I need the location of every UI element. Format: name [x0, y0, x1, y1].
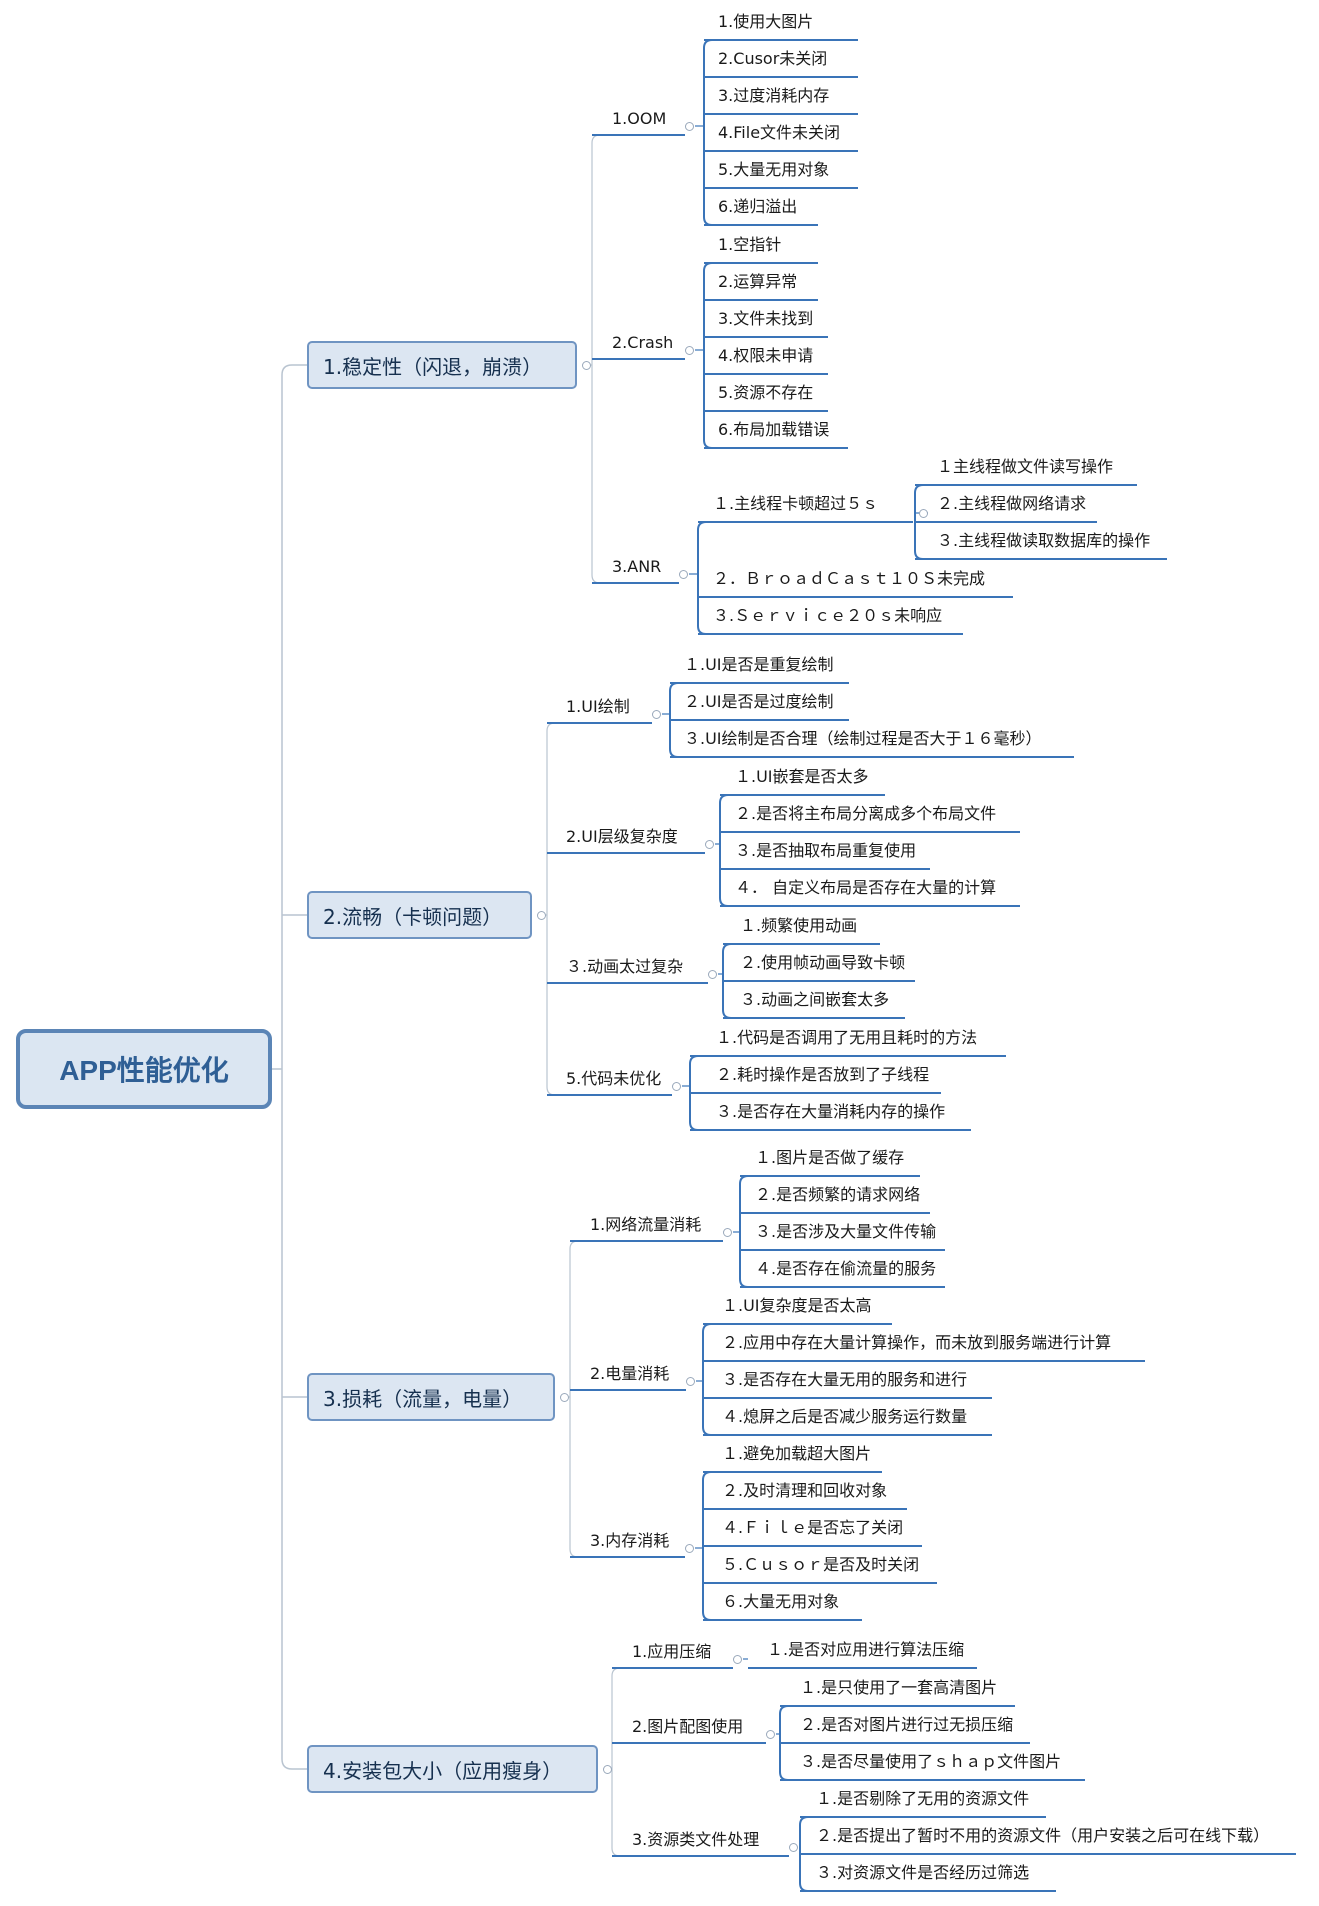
leaf-topic[interactable]: １.是否对应用进行算法压缩: [767, 1640, 965, 1659]
sub-topic[interactable]: 2.图片配图使用: [632, 1717, 744, 1736]
leaf-topic[interactable]: ４.是否存在偷流量的服务: [755, 1259, 937, 1278]
main-topic[interactable]: 2.流畅（卡顿问题）: [307, 891, 532, 939]
leaf-topic[interactable]: １.图片是否做了缓存: [755, 1148, 905, 1167]
leaf-topic[interactable]: ３.是否存在大量无用的服务和进行: [722, 1370, 968, 1389]
sub-topic[interactable]: ３.动画太过复杂: [566, 957, 684, 976]
collapse-toggle-icon[interactable]: [708, 970, 717, 979]
leaf-topic[interactable]: ２.耗时操作是否放到了子线程: [716, 1065, 930, 1084]
collapse-toggle-icon[interactable]: [560, 1393, 569, 1402]
collapse-toggle-icon[interactable]: [723, 1228, 732, 1237]
leaf-topic[interactable]: ３.是否涉及大量文件传输: [755, 1222, 937, 1241]
leaf-topic[interactable]: １.是否剔除了无用的资源文件: [816, 1789, 1030, 1808]
collapse-toggle-icon[interactable]: [919, 509, 928, 518]
sub-topic[interactable]: 3.内存消耗: [590, 1531, 670, 1550]
leaf-topic[interactable]: ４.Ｆｉｌｅ是否忘了关闭: [722, 1518, 904, 1537]
leaf-topic[interactable]: ２.是否提出了暂时不用的资源文件（用户安装之后可在线下载）: [816, 1826, 1270, 1845]
leaf-topic[interactable]: １.频繁使用动画: [740, 916, 858, 935]
collapse-toggle-icon[interactable]: [672, 1082, 681, 1091]
leaf-topic[interactable]: ４． 自定义布局是否存在大量的计算: [735, 878, 997, 897]
sub-topic[interactable]: 1.UI绘制: [566, 697, 630, 716]
sub-topic[interactable]: 2.Crash: [612, 333, 674, 352]
leaf-topic[interactable]: ４.熄屏之后是否减少服务运行数量: [722, 1407, 968, 1426]
sub-topic[interactable]: 5.代码未优化: [566, 1069, 662, 1088]
connector: [569, 1240, 582, 1558]
leaf-topic[interactable]: 2.Cusor未关闭: [718, 49, 828, 68]
leaf-topic[interactable]: 3.文件未找到: [718, 309, 814, 328]
leaf-topic[interactable]: ２.使用帧动画导致卡顿: [740, 953, 906, 972]
sub-topic[interactable]: 3.资源类文件处理: [632, 1830, 760, 1849]
leaf-topic[interactable]: １.代码是否调用了无用且耗时的方法: [716, 1028, 978, 1047]
leaf-topic[interactable]: 2.运算异常: [718, 272, 798, 291]
leaf-topic[interactable]: 1.空指针: [718, 235, 782, 254]
root-topic[interactable]: APP性能优化: [16, 1029, 272, 1109]
collapse-toggle-icon[interactable]: [582, 361, 591, 370]
connector: [703, 262, 714, 449]
connector: [739, 1175, 750, 1288]
sub-topic[interactable]: 1.应用压缩: [632, 1642, 712, 1661]
sub-topic[interactable]: 1.网络流量消耗: [590, 1215, 702, 1234]
sub-topic[interactable]: 2.电量消耗: [590, 1364, 670, 1383]
leaf-topic[interactable]: １.避免加载超大图片: [722, 1444, 872, 1463]
leaf-topic[interactable]: ３.是否尽量使用了ｓｈａｐ文件图片: [800, 1752, 1062, 1771]
collapse-toggle-icon[interactable]: [705, 840, 714, 849]
collapse-toggle-icon[interactable]: [537, 911, 546, 920]
leaf-topic[interactable]: 5.资源不存在: [718, 383, 814, 402]
leaf-topic[interactable]: ３.动画之间嵌套太多: [740, 990, 890, 1009]
collapse-toggle-icon[interactable]: [603, 1765, 612, 1774]
collapse-toggle-icon[interactable]: [679, 570, 688, 579]
leaf-topic[interactable]: ２．ＢｒｏａｄＣａｓｔ１０Ｓ未完成: [713, 569, 986, 588]
leaf-topic[interactable]: ３.对资源文件是否经历过筛选: [816, 1863, 1030, 1882]
leaf-topic[interactable]: 3.过度消耗内存: [718, 86, 830, 105]
connector: [611, 1667, 624, 1857]
sub-topic[interactable]: 1.OOM: [612, 109, 667, 128]
leaf-topic[interactable]: 4.权限未申请: [718, 346, 814, 365]
leaf-topic[interactable]: ６.大量无用对象: [722, 1592, 840, 1611]
collapse-toggle-icon[interactable]: [766, 1730, 775, 1739]
leaf-topic[interactable]: ５.Ｃｕｓｏｒ是否及时关闭: [722, 1555, 920, 1574]
leaf-topic[interactable]: ３.主线程做读取数据库的操作: [937, 531, 1151, 550]
sub-topic[interactable]: 3.ANR: [612, 557, 662, 576]
leaf-topic[interactable]: ２.应用中存在大量计算操作，而未放到服务端进行计算: [722, 1333, 1112, 1352]
collapse-toggle-icon[interactable]: [733, 1655, 742, 1664]
connector: [546, 722, 559, 1096]
leaf-topic[interactable]: 1.使用大图片: [718, 12, 814, 31]
leaf-topic[interactable]: ２.是否将主布局分离成多个布局文件: [735, 804, 997, 823]
connector: [281, 364, 293, 1770]
leaf-topic[interactable]: 4.File文件未关闭: [718, 123, 841, 142]
leaf-topic[interactable]: ３.UI绘制是否合理（绘制过程是否大于１６毫秒）: [684, 729, 1042, 748]
leaf-topic[interactable]: ３.Ｓｅｒｖｉｃｅ２０ｓ未响应: [713, 606, 943, 625]
connector: [697, 521, 708, 635]
leaf-topic[interactable]: ３.是否存在大量消耗内存的操作: [716, 1102, 946, 1121]
collapse-toggle-icon[interactable]: [685, 1544, 694, 1553]
leaf-topic[interactable]: １.UI复杂度是否太高: [722, 1296, 872, 1315]
leaf-topic[interactable]: 6.递归溢出: [718, 197, 798, 216]
main-topic[interactable]: 4.安装包大小（应用瘦身）: [307, 1745, 598, 1793]
collapse-toggle-icon[interactable]: [685, 122, 694, 131]
main-topic[interactable]: 3.损耗（流量，电量）: [307, 1373, 555, 1421]
leaf-topic[interactable]: 5.大量无用对象: [718, 160, 830, 179]
leaf-topic[interactable]: ２.是否对图片进行过无损压缩: [800, 1715, 1014, 1734]
connector: [702, 1323, 713, 1436]
main-topic[interactable]: 1.稳定性（闪退，崩溃）: [307, 341, 577, 389]
leaf-topic[interactable]: １.是只使用了一套高清图片: [800, 1678, 998, 1697]
connector: [703, 39, 714, 226]
sub-topic[interactable]: 2.UI层级复杂度: [566, 827, 678, 846]
leaf-topic[interactable]: ２.主线程做网络请求: [937, 494, 1087, 513]
connector: [719, 794, 730, 907]
leaf-topic[interactable]: ３.是否抽取布局重复使用: [735, 841, 917, 860]
leaf-topic[interactable]: ２.是否频繁的请求网络: [755, 1185, 921, 1204]
leaf-topic[interactable]: ２.UI是否是过度绘制: [684, 692, 834, 711]
leaf-topic[interactable]: 6.布局加载错误: [718, 420, 830, 439]
leaf-topic[interactable]: １.主线程卡顿超过５ｓ: [713, 494, 879, 513]
leaf-topic[interactable]: １.UI嵌套是否太多: [735, 767, 869, 786]
leaf-topic[interactable]: １主线程做文件读写操作: [937, 457, 1114, 476]
leaf-topic[interactable]: ２.及时清理和回收对象: [722, 1481, 888, 1500]
collapse-toggle-icon[interactable]: [652, 710, 661, 719]
leaf-topic[interactable]: １.UI是否是重复绘制: [684, 655, 834, 674]
collapse-toggle-icon[interactable]: [789, 1843, 798, 1852]
collapse-toggle-icon[interactable]: [685, 346, 694, 355]
collapse-toggle-icon[interactable]: [686, 1377, 695, 1386]
